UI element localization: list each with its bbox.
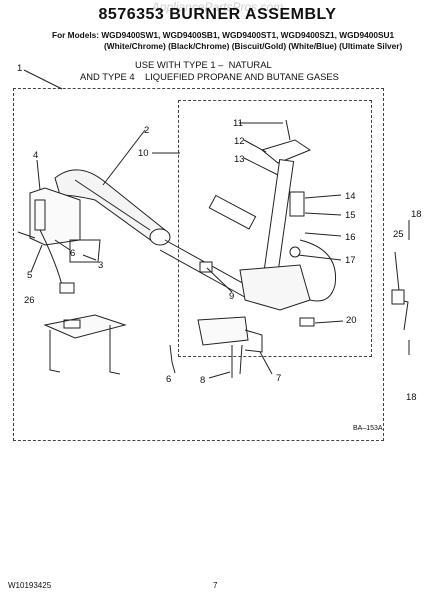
usage-line-2: AND TYPE 4 LIQUEFIED PROPANE AND BUTANE … [80, 71, 339, 82]
watermark-text: AppliancePartsPros.com [151, 0, 284, 14]
callout-6-upper: 6 [70, 248, 76, 259]
callout-26: 26 [24, 295, 35, 306]
callout-5: 5 [27, 270, 33, 281]
callout-14: 14 [345, 191, 356, 202]
callout-4: 4 [33, 150, 39, 161]
models-line: For Models: WGD9400SW1, WGD9400SB1, WGD9… [52, 30, 395, 40]
callout-7: 7 [276, 373, 282, 384]
assembly-frame [13, 88, 384, 441]
usage-line-1: USE WITH TYPE 1 – NATURAL [135, 59, 272, 70]
burner-subassembly-frame [178, 100, 372, 357]
callout-9: 9 [229, 291, 235, 302]
callout-8: 8 [200, 375, 206, 386]
gas-usage-note: USE WITH TYPE 1 – NATURAL AND TYPE 4 LIQ… [80, 59, 339, 83]
callout-1: 1 [17, 63, 23, 74]
page-title: 8576353 BURNER ASSEMBLY [98, 6, 337, 23]
document-number: W10193425 [8, 581, 52, 590]
callout-11: 11 [233, 118, 243, 129]
callout-17: 17 [345, 255, 356, 266]
callout-15: 15 [345, 210, 356, 221]
callout-12: 12 [234, 136, 245, 147]
page-number: 7 [213, 581, 218, 590]
callout-13: 13 [234, 154, 245, 165]
callout-16: 16 [345, 232, 356, 243]
callout-10: 10 [138, 148, 149, 159]
callout-25: 25 [393, 229, 404, 240]
callout-6-lower: 6 [166, 374, 172, 385]
callout-18-lower: 18 [406, 392, 417, 403]
callout-2: 2 [144, 125, 150, 136]
colors-line: (White/Chrome) (Black/Chrome) (Biscuit/G… [104, 41, 403, 51]
callout-18-upper: 18 [411, 209, 422, 220]
callout-20: 20 [346, 315, 357, 326]
diagram-code: BA–153A [353, 425, 383, 432]
callout-3: 3 [98, 260, 104, 271]
